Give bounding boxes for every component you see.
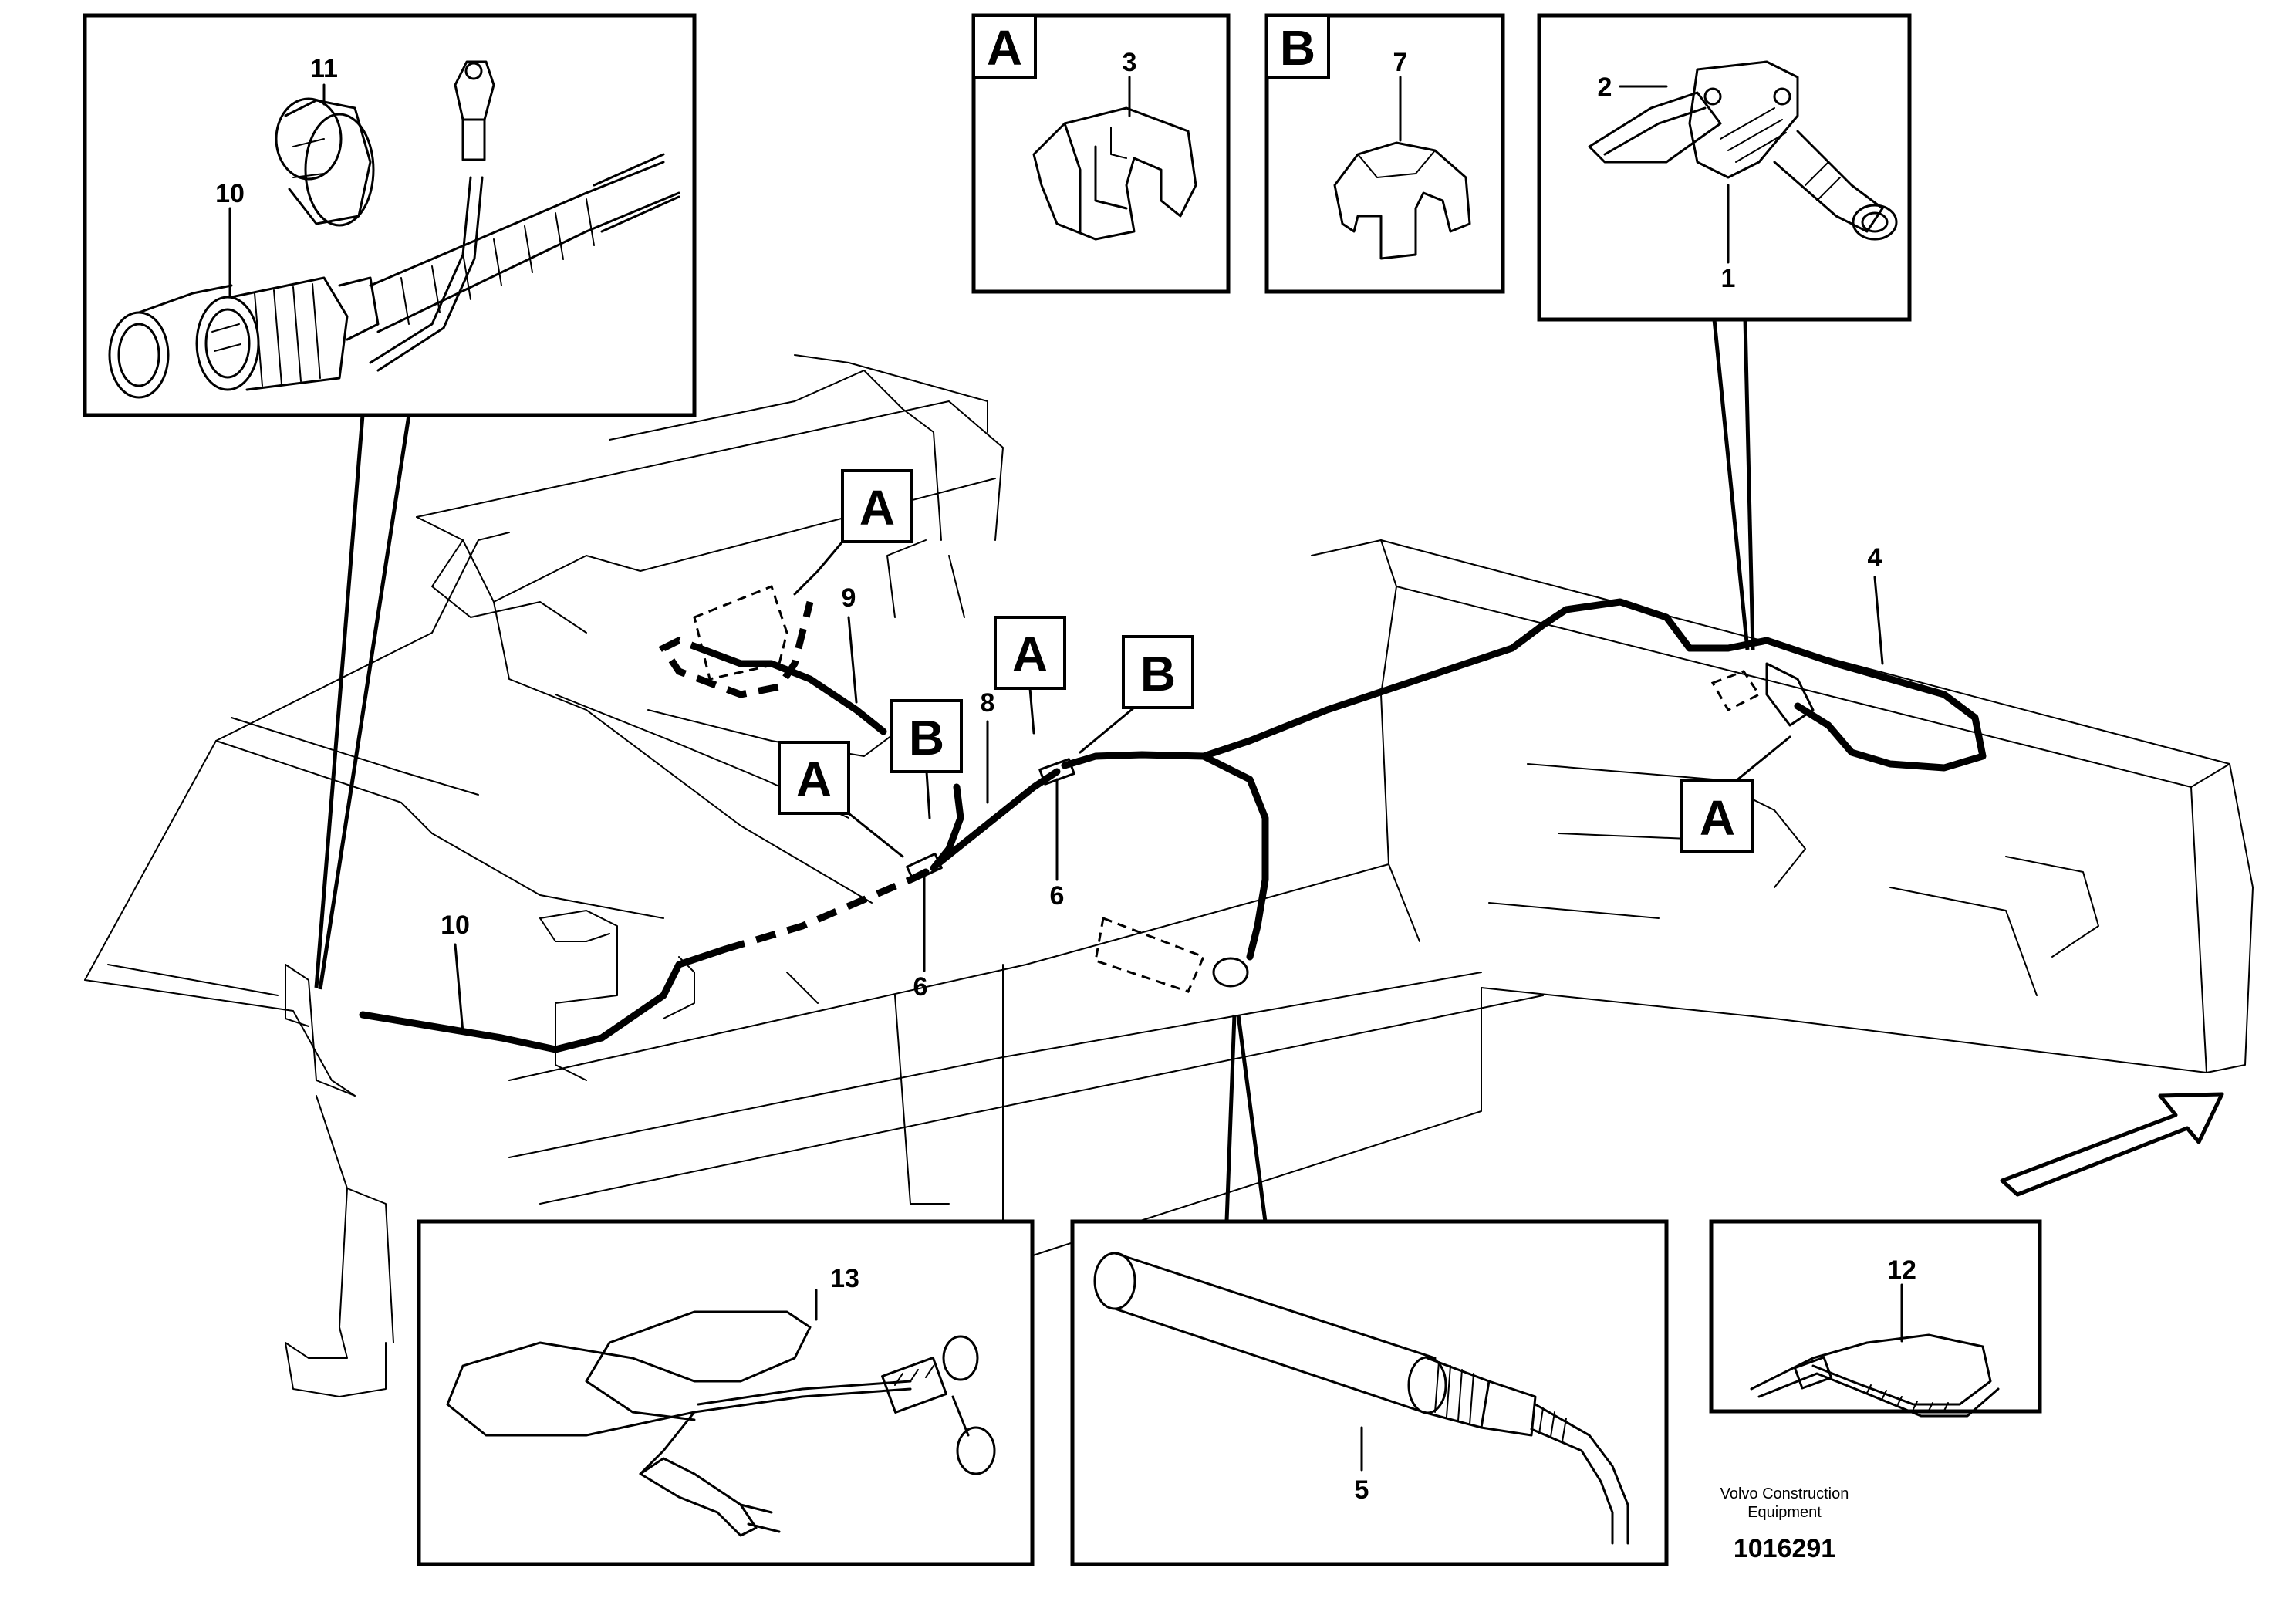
callout-6-right: 6: [1050, 881, 1065, 911]
view-marker-a-top: [841, 469, 913, 543]
callout-5: 5: [1355, 1475, 1369, 1505]
view-marker-a-left: [778, 741, 850, 815]
callout-1: 1: [1721, 264, 1736, 293]
drawing-number: 1016291: [1734, 1534, 1835, 1563]
view-label-box: [972, 14, 1037, 79]
connector-6-right: [1038, 758, 1075, 786]
socket-drawing: [108, 276, 380, 399]
sensor-housing-drawing: [1588, 60, 1898, 241]
view-label-a: A: [987, 20, 1022, 76]
view-marker-b-left-label: B: [909, 710, 944, 765]
callout-10-main: 10: [441, 911, 470, 940]
ghost-parts: [693, 585, 1815, 993]
credit-line-1: Volvo Construction: [1720, 1485, 1849, 1502]
view-marker-a-right: [1680, 779, 1754, 853]
connectors: [906, 758, 1075, 883]
corrugated-hose: [369, 153, 680, 333]
view-marker-b-mid-label: B: [1140, 646, 1176, 701]
callout-3: 3: [1123, 48, 1137, 77]
callout-8: 8: [981, 688, 995, 718]
view-marker-a-mid-label: A: [1012, 627, 1048, 682]
inset-frame: [1709, 1219, 2042, 1414]
inset-box-A-3: A 3: [971, 13, 1231, 294]
view-marker-a-right-label: A: [1700, 790, 1735, 846]
inset-box-11-10: 11 10: [83, 13, 697, 417]
connector-6-left: [906, 852, 943, 883]
heater-element-drawing: [1093, 1252, 1629, 1545]
inset-box-12: 12: [1709, 1219, 2042, 1418]
heater-port: [1212, 957, 1249, 988]
callout-9: 9: [842, 583, 856, 613]
inset-box-5: 5: [1070, 1219, 1669, 1566]
grommet-drawing: [275, 97, 375, 227]
credit-line-2: Equipment: [1747, 1504, 1822, 1521]
inset-leaders: [314, 319, 1755, 1222]
clip-b-drawing: [1333, 141, 1471, 260]
harness: [359, 598, 1987, 1053]
callout-7: 7: [1393, 48, 1408, 77]
ghost-sensor: [1710, 670, 1761, 711]
cable-tie-drawing: [1750, 1333, 2000, 1418]
callout-12: 12: [1887, 1255, 1916, 1285]
inset-box-2-1: 2 1: [1537, 13, 1912, 322]
inset-box-B-7: B 7: [1264, 13, 1505, 294]
ghost-bracket: [693, 585, 788, 681]
inset-frame: [83, 13, 697, 417]
clip-a-drawing: [1032, 106, 1197, 241]
view-marker-a-top-label: A: [859, 480, 895, 536]
sensor-part: [1765, 662, 1815, 727]
extension-cord-drawing: [446, 1310, 996, 1537]
inset-frame: [417, 1219, 1035, 1566]
view-markers: A A B B A A: [778, 469, 1791, 858]
ghost-heater: [1094, 916, 1206, 993]
view-marker-a-left-label: A: [796, 752, 832, 807]
view-label-b: B: [1280, 20, 1315, 76]
view-marker-b-mid: [1122, 635, 1194, 709]
callout-2: 2: [1598, 73, 1612, 102]
front-direction-arrow: [2000, 1092, 2224, 1197]
inset-box-13: 13: [417, 1219, 1035, 1566]
callout-13: 13: [830, 1264, 859, 1293]
view-marker-a-mid: [994, 616, 1066, 690]
callout-11: 11: [310, 54, 338, 83]
main-callouts: 9 8 4 6 6 10: [441, 543, 1884, 1034]
ground-lead: [369, 60, 495, 372]
callout-10-inset: 10: [215, 179, 245, 208]
view-label-box: [1265, 14, 1330, 79]
callout-4: 4: [1868, 543, 1882, 573]
callout-6-left: 6: [913, 972, 928, 1002]
